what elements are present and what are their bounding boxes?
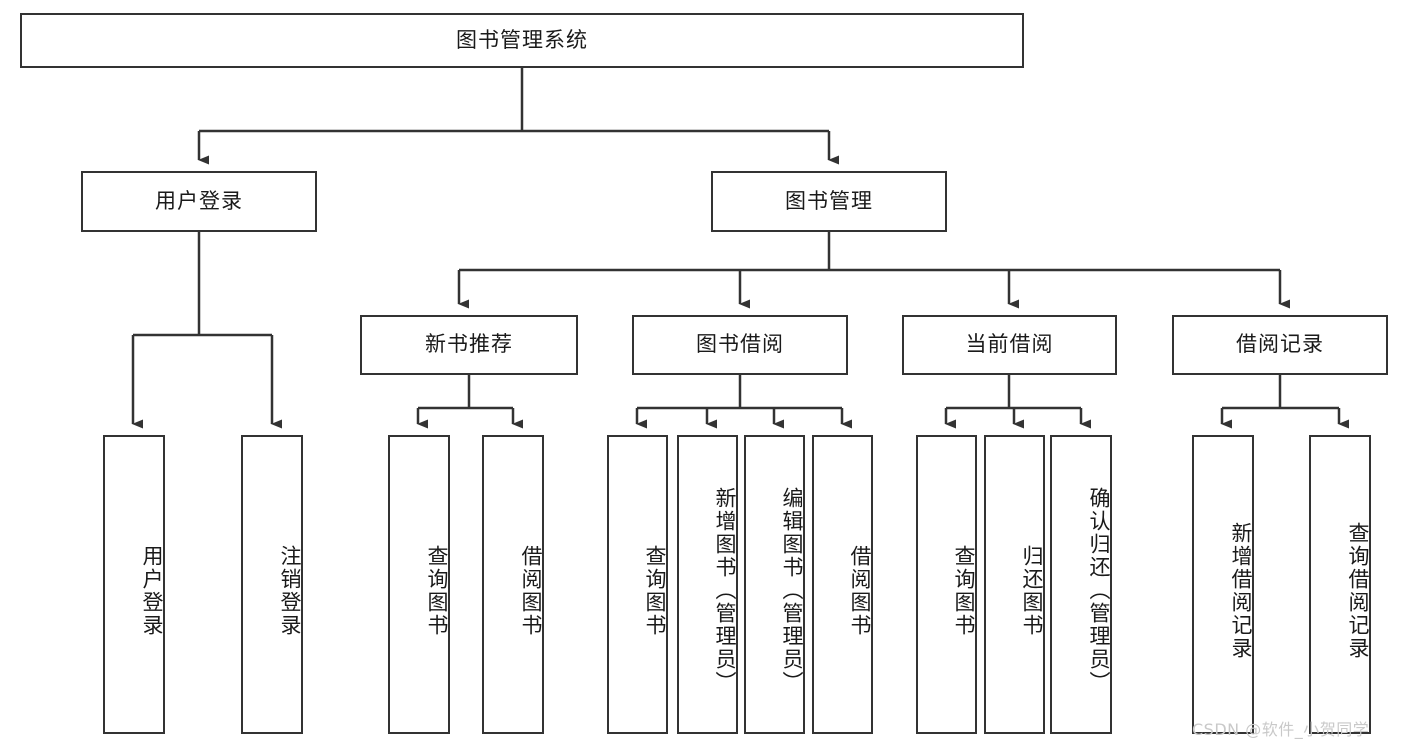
leaf-borrow-edit-book-admin[interactable]: 编辑图书（管理员） bbox=[744, 435, 805, 734]
leaf-record-query-record[interactable]: 查询借阅记录 bbox=[1309, 435, 1371, 734]
leaf-user-login-signout[interactable]: 注销登录 bbox=[241, 435, 303, 734]
leaf-current-return-book[interactable]: 归还图书 bbox=[984, 435, 1045, 734]
node-label: 归还图书 bbox=[1020, 544, 1044, 637]
node-label: 借阅图书 bbox=[519, 544, 543, 637]
node-book-borrow[interactable]: 图书借阅 bbox=[632, 315, 848, 375]
node-current-borrow[interactable]: 当前借阅 bbox=[902, 315, 1117, 375]
node-label: 编辑图书（管理员） bbox=[780, 487, 804, 694]
node-label: 当前借阅 bbox=[965, 332, 1054, 357]
node-label: 新书推荐 bbox=[425, 332, 513, 357]
leaf-recommend-query-book[interactable]: 查询图书 bbox=[388, 435, 450, 734]
node-root-system[interactable]: 图书管理系统 bbox=[20, 13, 1024, 68]
node-label: 查询图书 bbox=[952, 544, 976, 637]
leaf-borrow-add-book-admin[interactable]: 新增图书（管理员） bbox=[677, 435, 738, 734]
csdn-watermark: CSDN @软件_小贺同学 bbox=[1192, 720, 1370, 739]
node-user-login[interactable]: 用户登录 bbox=[81, 171, 317, 232]
leaf-current-confirm-return-admin[interactable]: 确认归还（管理员） bbox=[1050, 435, 1112, 734]
leaf-user-login-signin[interactable]: 用户登录 bbox=[103, 435, 165, 734]
node-label: 新增图书（管理员） bbox=[713, 487, 737, 694]
node-label: 查询图书 bbox=[425, 544, 449, 637]
node-label: 查询借阅记录 bbox=[1346, 521, 1370, 660]
node-label: 用户登录 bbox=[140, 544, 164, 637]
node-label: 用户登录 bbox=[155, 188, 243, 213]
leaf-borrow-query-book[interactable]: 查询图书 bbox=[607, 435, 668, 734]
node-label: 借阅图书 bbox=[848, 544, 872, 637]
node-label: 图书管理系统 bbox=[456, 27, 588, 52]
node-label: 查询图书 bbox=[643, 544, 667, 637]
node-borrow-record[interactable]: 借阅记录 bbox=[1172, 315, 1388, 375]
leaf-current-query-book[interactable]: 查询图书 bbox=[916, 435, 977, 734]
node-label: 新增借阅记录 bbox=[1229, 521, 1253, 660]
node-label: 确认归还（管理员） bbox=[1087, 487, 1111, 694]
node-new-book-recommend[interactable]: 新书推荐 bbox=[360, 315, 578, 375]
leaf-record-add-record[interactable]: 新增借阅记录 bbox=[1192, 435, 1254, 734]
node-label: 图书借阅 bbox=[696, 332, 784, 357]
leaf-recommend-borrow-book[interactable]: 借阅图书 bbox=[482, 435, 544, 734]
node-book-management[interactable]: 图书管理 bbox=[711, 171, 947, 232]
node-label: 注销登录 bbox=[278, 544, 302, 637]
node-label: 借阅记录 bbox=[1236, 332, 1324, 357]
leaf-borrow-borrow-book[interactable]: 借阅图书 bbox=[812, 435, 873, 734]
node-label: 图书管理 bbox=[785, 188, 873, 213]
